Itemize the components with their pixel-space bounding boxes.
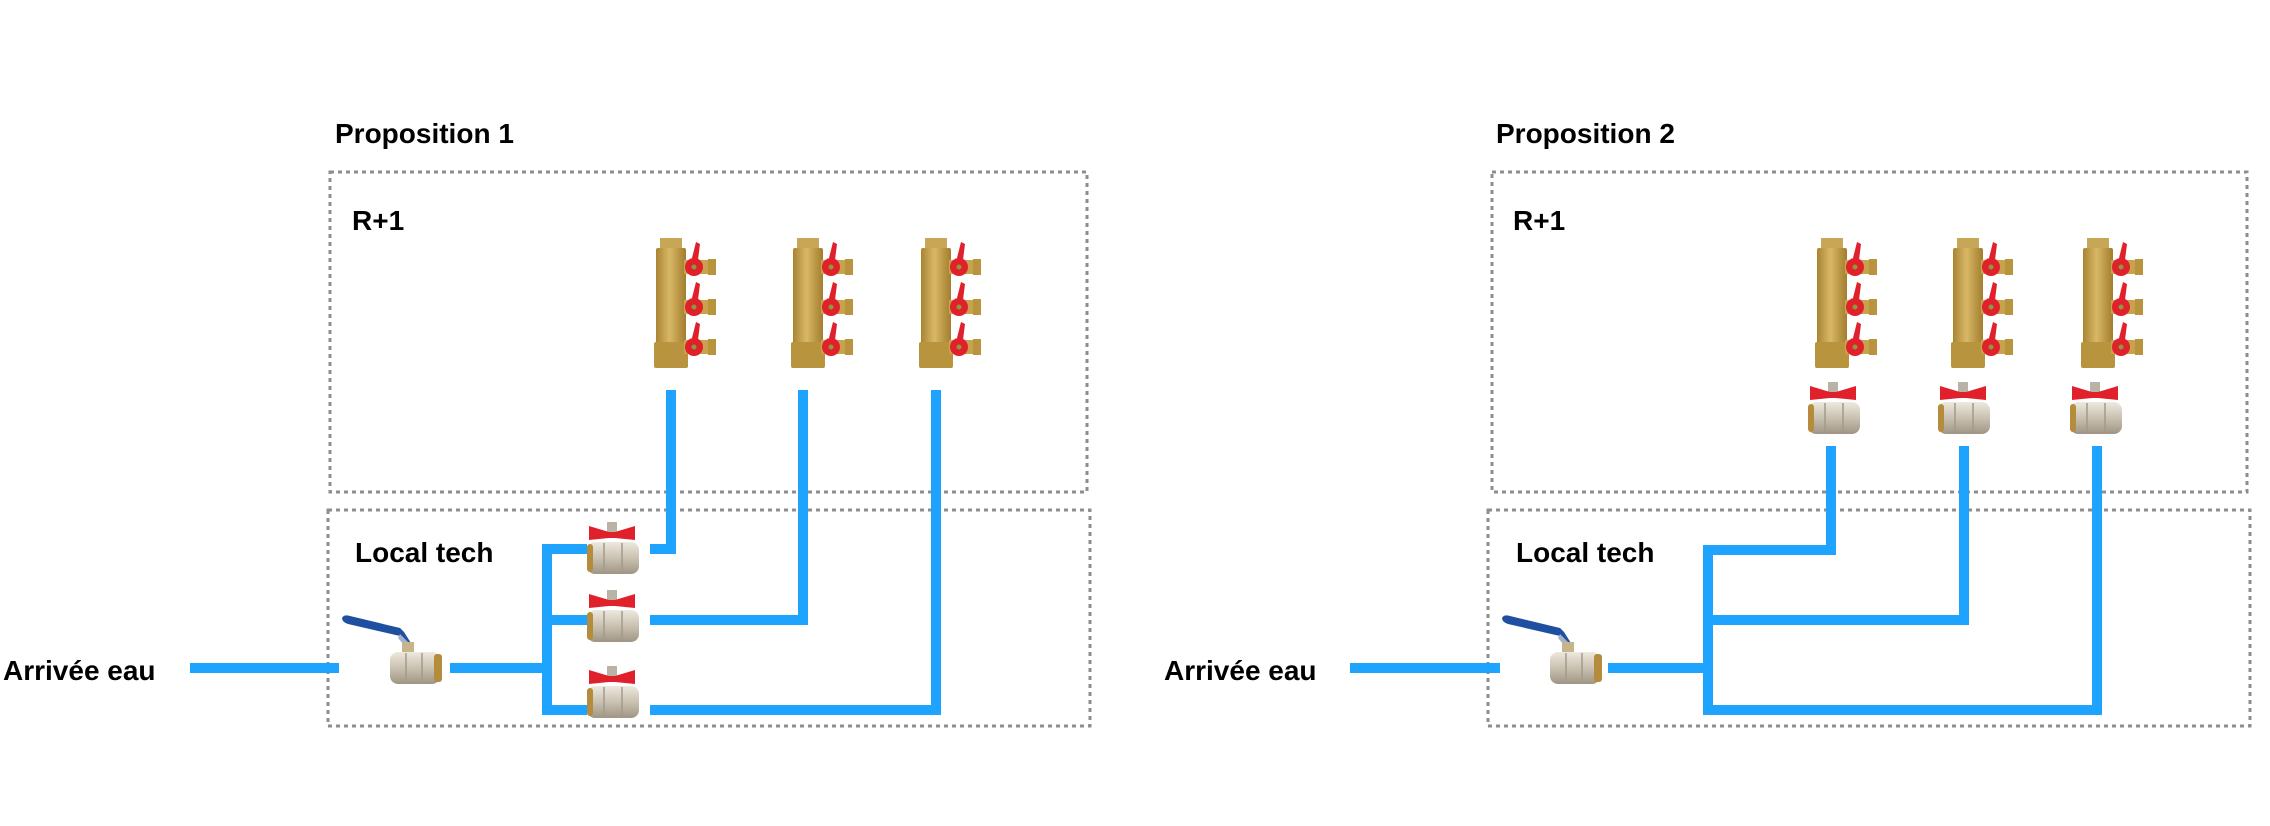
zone-r1-box (1490, 170, 2249, 494)
riser-2 (1708, 446, 1969, 625)
zone-r1-label: R+1 (1513, 205, 1565, 236)
riser-2 (650, 390, 808, 625)
manifold-icon (1951, 238, 2013, 368)
riser-3 (650, 390, 941, 715)
riser-1 (1708, 446, 1836, 555)
manifold-icon (2081, 238, 2143, 368)
zone-local-tech-label: Local tech (1516, 537, 1654, 568)
water-inlet-label: Arrivée eau (1164, 655, 1317, 686)
zone-local-tech-label: Local tech (355, 537, 493, 568)
manifold-icon (791, 238, 853, 368)
zone-r1-box (328, 170, 1089, 494)
manifold-icon (919, 238, 981, 368)
proposal-2: Proposition 2 R+1 Local tech Arrivée eau (1164, 118, 2252, 728)
isolation-valve-icon (586, 589, 640, 643)
proposal-title: Proposition 1 (335, 118, 514, 149)
isolation-valve-icon (2069, 381, 2123, 435)
water-inlet-label: Arrivée eau (3, 655, 156, 686)
riser-3 (1708, 446, 2102, 715)
pipe-network (1350, 446, 2102, 715)
zone-local-tech-box (1486, 508, 2252, 728)
manifold-icon (1815, 238, 1877, 368)
proposal-title: Proposition 2 (1496, 118, 1675, 149)
isolation-valve-icon (586, 665, 640, 719)
pipe-network (190, 390, 941, 715)
main-shutoff-valve-icon (341, 614, 443, 685)
isolation-valve-icon (1937, 381, 1991, 435)
manifold-icon (654, 238, 716, 368)
isolation-valve-icon (586, 521, 640, 575)
isolation-valve-icon (1807, 381, 1861, 435)
proposal-1: Proposition 1 R+1 Local tech Arrivée eau (3, 118, 1092, 728)
zone-r1-label: R+1 (352, 205, 404, 236)
riser-1 (650, 390, 676, 554)
main-shutoff-valve-icon (1501, 614, 1603, 685)
zone-local-tech-box (326, 508, 1092, 728)
